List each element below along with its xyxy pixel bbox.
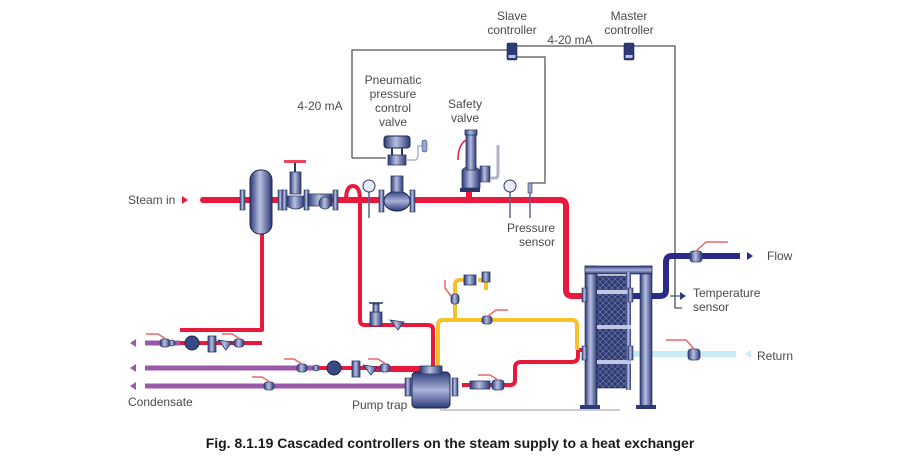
- pneumatic-valve-label-4: valve: [379, 115, 407, 129]
- handwheel-icon: [284, 160, 306, 163]
- temperature-sensor[interactable]: [670, 292, 686, 300]
- safety-valve-label-2: valve: [451, 111, 479, 125]
- flow-valve[interactable]: [689, 241, 728, 263]
- condensate-arrow-2: [130, 364, 136, 372]
- signal-wire-master: [517, 45, 682, 309]
- pressure-sensor[interactable]: [527, 182, 533, 218]
- steam-in-arrow-icon: [182, 196, 188, 204]
- signal-wire-slave-to-valve: [351, 49, 512, 158]
- isolation-valve[interactable]: [281, 160, 310, 211]
- master-controller-label-2: controller: [604, 23, 653, 37]
- condensate-line-3-valve: [252, 376, 275, 391]
- signal-label-left: 4-20 mA: [297, 99, 342, 113]
- temperature-sensor-label-2: sensor: [693, 300, 729, 314]
- signal-label-top: 4-20 mA: [547, 33, 592, 47]
- pneumatic-valve-label-2: pressure: [370, 87, 417, 101]
- flow-arrow-icon: [747, 252, 753, 260]
- return-valve[interactable]: [666, 339, 701, 361]
- master-controller-label: Master: [611, 9, 648, 23]
- separator[interactable]: [239, 169, 284, 235]
- condensate-line-1-fittings: [146, 333, 262, 353]
- pressure-gauge-upstream: [362, 179, 376, 218]
- drain-line-fittings: [369, 302, 405, 331]
- pressure-sensor-label-1: Pressure: [507, 221, 555, 235]
- safety-valve-label-1: Safety: [448, 97, 482, 111]
- steam-in-label: Steam in: [128, 193, 175, 207]
- pneumatic-valve-label-3: control: [375, 101, 411, 115]
- plate-heat-exchanger[interactable]: [580, 253, 740, 409]
- safety-valve[interactable]: [457, 129, 500, 198]
- pressure-sensor-label-2: sensor: [519, 235, 555, 249]
- slave-controller[interactable]: [506, 42, 518, 61]
- master-controller[interactable]: [623, 42, 635, 61]
- flow-pipe: [612, 253, 740, 299]
- condensate-arrow-1: [130, 339, 136, 347]
- signal-wiring: [351, 45, 682, 309]
- figure-caption: Fig. 8.1.19 Cascaded controllers on the …: [206, 435, 695, 451]
- pump-trap-outlet-line: [462, 348, 588, 387]
- motive-loop: [436, 318, 579, 375]
- pneumatic-valve-label-1: Pneumatic: [365, 73, 422, 87]
- pump-trap[interactable]: [404, 365, 505, 409]
- inlet-strainer: [307, 189, 339, 211]
- condensate-arrow-3: [130, 382, 136, 390]
- steam-trap-drain-line: [344, 184, 435, 375]
- motive-branch: [453, 278, 470, 320]
- flow-label: Flow: [767, 249, 793, 263]
- slave-controller-label-2: controller: [487, 23, 536, 37]
- return-label: Return: [757, 349, 793, 363]
- temperature-sensor-label-1: Temperature: [693, 286, 761, 300]
- return-arrow-icon: [745, 350, 751, 358]
- signal-wire-pressure-sensor: [517, 56, 546, 192]
- condensate-line-2-fittings: [284, 358, 432, 378]
- pneumatic-pressure-control-valve[interactable]: [378, 135, 428, 213]
- separator-drain-line: [180, 230, 264, 332]
- steam-pipework: [180, 184, 591, 387]
- motive-steam-pipework: [436, 271, 579, 375]
- slave-controller-label: Slave: [497, 9, 527, 23]
- pump-trap-label: Pump trap: [352, 398, 408, 412]
- condensate-label: Condensate: [128, 395, 193, 409]
- steam-main-pipe: [200, 197, 591, 299]
- pressure-gauge-downstream: [503, 179, 517, 218]
